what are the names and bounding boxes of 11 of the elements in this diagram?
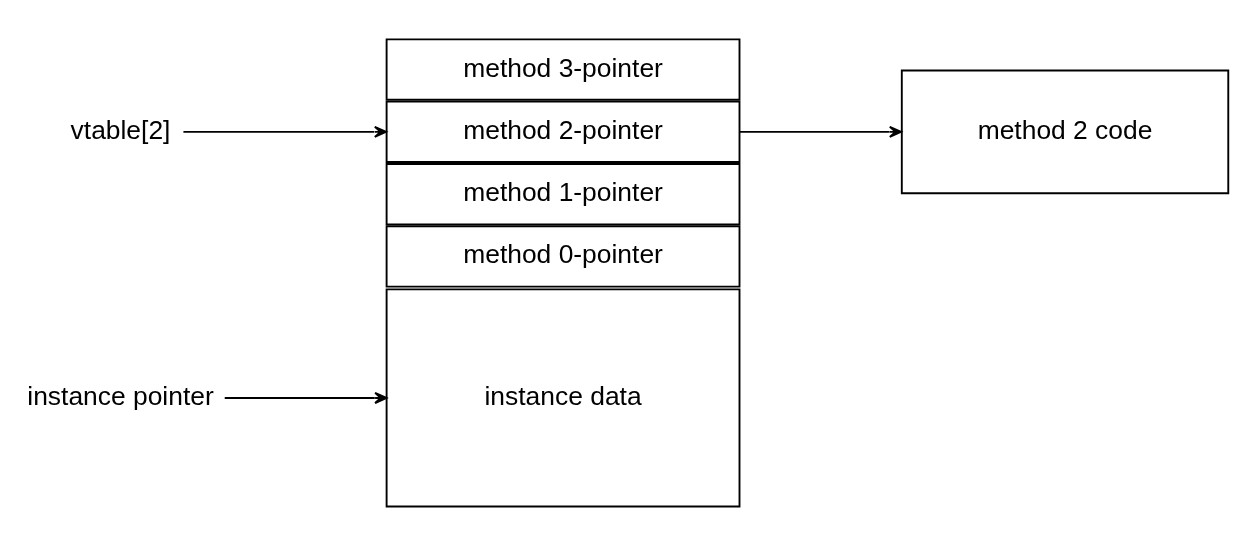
node-box: instance data bbox=[385, 288, 741, 508]
node-box: method 1-pointer bbox=[385, 163, 741, 226]
node-text: vtable[2] bbox=[70, 114, 171, 145]
arrow bbox=[223, 391, 388, 404]
node-text: instance pointer bbox=[27, 380, 214, 411]
node-box: method 3-pointer bbox=[385, 38, 741, 101]
node-box: method 2-pointer bbox=[385, 100, 741, 163]
node-box: method 0-pointer bbox=[385, 225, 741, 288]
node-box: method 2 code bbox=[900, 69, 1230, 195]
arrow bbox=[738, 125, 903, 138]
arrow bbox=[182, 125, 388, 138]
